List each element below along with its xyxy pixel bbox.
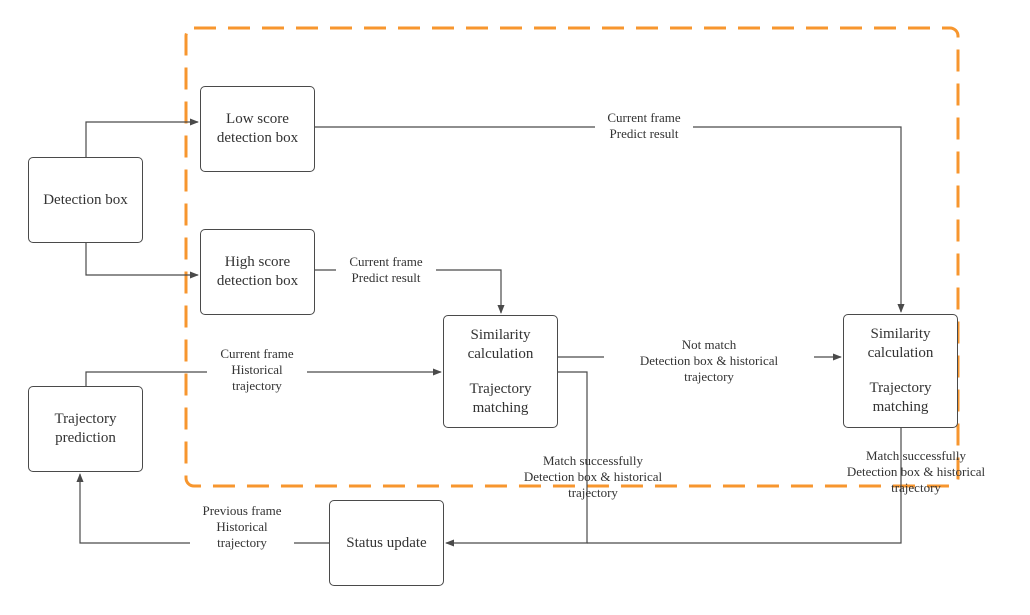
node-low-score-detection-box: Low score detection box <box>200 86 315 172</box>
label-prediction-to-similarity-1: Current frame Historical trajectory <box>207 346 307 394</box>
node-similarity-calculation-2: Similarity calculation Trajectory matchi… <box>843 314 958 428</box>
label-match-successfully-2: Match successfully Detection box & histo… <box>846 448 986 495</box>
label-match-successfully-1: Match successfully Detection box & histo… <box>523 453 663 500</box>
label-low-to-similarity-2: Current frame Predict result <box>595 110 693 142</box>
edge-detection-to-high-score <box>85 243 199 279</box>
edge-similarity-1-to-status <box>445 371 588 547</box>
edge-low-score-to-similarity-2 <box>315 126 905 313</box>
edge-detection-to-low-score <box>85 118 199 157</box>
node-trajectory-prediction: Trajectory prediction <box>28 386 143 472</box>
node-high-score-detection-box: High score detection box <box>200 229 315 315</box>
node-similarity-calculation-1: Similarity calculation Trajectory matchi… <box>443 315 558 428</box>
label-not-match: Not match Detection box & historical tra… <box>604 337 814 385</box>
label-status-to-prediction: Previous frame Historical trajectory <box>190 503 294 551</box>
edge-similarity-2-to-status <box>587 428 902 544</box>
node-detection-box: Detection box <box>28 157 143 243</box>
label-high-to-similarity-1: Current frame Predict result <box>336 254 436 286</box>
node-status-update: Status update <box>329 500 444 586</box>
edge-prediction-to-similarity-1 <box>85 368 442 386</box>
processing-boundary <box>184 26 960 488</box>
